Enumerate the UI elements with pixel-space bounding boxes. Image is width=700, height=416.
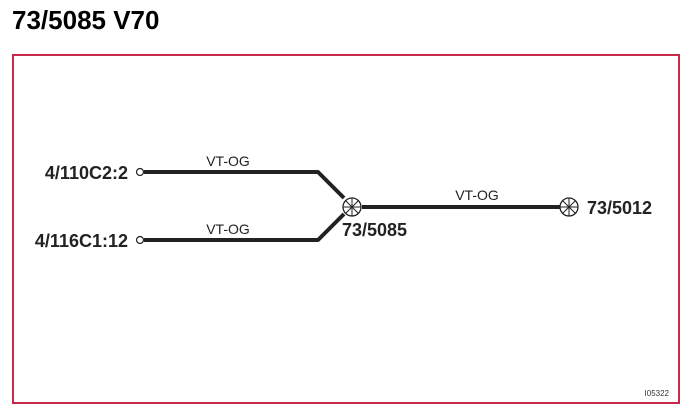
terminal-left-top-icon <box>135 167 145 177</box>
splice-icon <box>342 197 362 217</box>
wire-label-bottom: VT-OG <box>206 221 250 237</box>
diagram-frame <box>12 54 680 404</box>
wire-label-top: VT-OG <box>206 153 250 169</box>
page-title: 73/5085 V70 <box>12 5 160 35</box>
connector-right-icon <box>559 197 579 217</box>
label-right: 73/5012 <box>587 198 652 218</box>
wire-top <box>144 170 346 200</box>
label-splice: 73/5085 <box>342 220 407 240</box>
figure-code: I05322 <box>645 389 670 398</box>
label-left-top: 4/110C2:2 <box>45 163 128 183</box>
label-left-bottom: 4/116C1:12 <box>35 231 128 251</box>
wire-bottom <box>144 212 346 242</box>
wire-label-right: VT-OG <box>455 187 499 203</box>
terminal-left-bottom-icon <box>135 235 145 245</box>
